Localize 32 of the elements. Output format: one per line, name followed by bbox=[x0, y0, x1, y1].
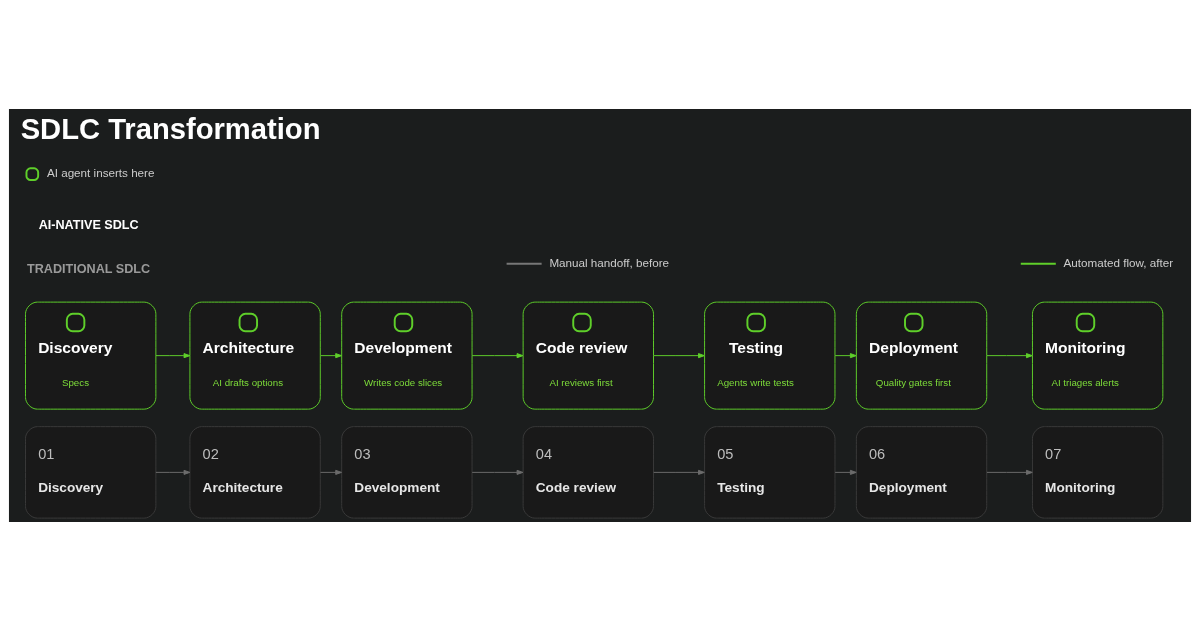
diagram-title: SDLC Transformation bbox=[20, 112, 321, 145]
label: AI-NATIVE SDLC bbox=[38, 217, 139, 232]
arrow bbox=[653, 469, 705, 475]
node-box: 05 Testing bbox=[704, 425, 836, 519]
arrow bbox=[155, 469, 191, 475]
node-box: 04 Code review bbox=[522, 425, 654, 519]
arrow bbox=[834, 469, 857, 475]
arrow bbox=[834, 352, 857, 358]
arrow bbox=[155, 352, 191, 358]
node-box: Architecture AI drafts options bbox=[189, 301, 321, 410]
arrow bbox=[653, 352, 705, 358]
node-box: Monitoring AI triages alerts bbox=[1031, 301, 1164, 410]
node-box: Discovery Specs bbox=[25, 301, 157, 410]
node-box: 03 Development bbox=[341, 425, 473, 519]
node-box: 06 Deployment bbox=[855, 425, 988, 519]
node-box: 02 Architecture bbox=[189, 425, 321, 519]
arrow bbox=[320, 352, 343, 358]
arrow bbox=[320, 469, 343, 475]
node-box: Deployment Quality gates first bbox=[855, 301, 988, 410]
arrow bbox=[986, 469, 1033, 475]
node-box: 07 Monitoring bbox=[1031, 425, 1164, 519]
legend-label: AI agent inserts here bbox=[46, 165, 155, 179]
legend-label: Manual handoff, before bbox=[549, 255, 670, 269]
node-box: Development Writes code slices bbox=[341, 301, 473, 410]
node-box: Testing Agents write tests bbox=[704, 301, 836, 410]
label: TRADITIONAL SDLC bbox=[26, 261, 151, 276]
arrow bbox=[471, 469, 524, 475]
arrow bbox=[471, 352, 524, 358]
legend-label: Automated flow, after bbox=[1063, 255, 1174, 269]
node-box: 01 Discovery bbox=[25, 425, 157, 519]
node-box: Code review AI reviews first bbox=[522, 301, 654, 410]
arrow bbox=[986, 352, 1033, 358]
